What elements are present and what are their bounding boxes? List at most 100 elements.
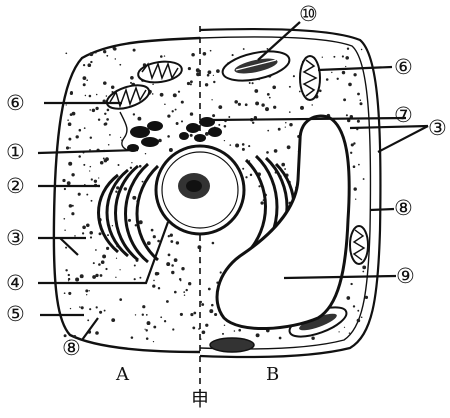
granule bbox=[348, 83, 352, 87]
label-8-right: ⑧ bbox=[394, 198, 413, 219]
granule bbox=[272, 86, 276, 90]
granule bbox=[353, 165, 356, 168]
granule bbox=[171, 271, 174, 274]
granule bbox=[345, 56, 349, 60]
granule bbox=[65, 269, 67, 271]
granule bbox=[342, 55, 344, 57]
label-4: ④ bbox=[6, 273, 25, 294]
granule bbox=[326, 78, 329, 81]
granule bbox=[113, 47, 117, 51]
granule bbox=[250, 174, 252, 176]
granule bbox=[68, 274, 70, 276]
granule bbox=[70, 91, 73, 94]
granule bbox=[89, 290, 90, 291]
granule bbox=[171, 264, 174, 267]
granule bbox=[134, 264, 136, 266]
granule bbox=[281, 163, 285, 167]
granule bbox=[222, 333, 224, 335]
granule bbox=[167, 114, 170, 117]
granule bbox=[94, 180, 97, 183]
granule bbox=[255, 101, 259, 105]
label-2: ② bbox=[6, 176, 25, 197]
granule bbox=[144, 329, 145, 330]
granule bbox=[211, 99, 212, 100]
granule bbox=[68, 280, 69, 281]
granule bbox=[89, 95, 92, 98]
granule bbox=[242, 148, 245, 151]
granule bbox=[224, 325, 225, 326]
granule bbox=[183, 291, 185, 293]
granule bbox=[132, 196, 136, 200]
granule bbox=[104, 113, 106, 115]
label-9: ⑨ bbox=[396, 266, 415, 287]
granule bbox=[96, 94, 98, 96]
granule bbox=[362, 271, 364, 273]
granule bbox=[170, 240, 173, 243]
granule bbox=[176, 122, 179, 125]
granule bbox=[208, 70, 212, 74]
granule bbox=[86, 294, 87, 295]
granule bbox=[131, 162, 132, 163]
granule bbox=[160, 55, 163, 58]
granule bbox=[142, 305, 145, 308]
granule bbox=[134, 278, 136, 280]
granule bbox=[174, 291, 177, 294]
granule bbox=[190, 80, 193, 83]
granule bbox=[210, 50, 212, 52]
granule bbox=[62, 179, 65, 182]
granule bbox=[214, 313, 217, 316]
granule bbox=[84, 127, 86, 129]
granule bbox=[166, 262, 170, 266]
granule bbox=[180, 313, 183, 316]
granule bbox=[205, 324, 208, 327]
granule bbox=[322, 57, 323, 58]
granule bbox=[87, 63, 91, 67]
granule bbox=[100, 161, 104, 165]
granule bbox=[89, 52, 93, 56]
granule bbox=[260, 201, 263, 204]
granule bbox=[68, 278, 70, 280]
granule bbox=[207, 74, 210, 77]
granule bbox=[72, 205, 74, 207]
granule bbox=[112, 225, 113, 226]
granule bbox=[190, 134, 193, 137]
granule bbox=[145, 153, 146, 154]
granule bbox=[199, 261, 201, 263]
granule bbox=[353, 187, 356, 190]
granule bbox=[120, 137, 121, 138]
granule bbox=[103, 50, 106, 53]
granule bbox=[333, 56, 335, 58]
granule bbox=[139, 220, 143, 224]
granule bbox=[361, 49, 362, 50]
granule bbox=[175, 109, 177, 111]
granule bbox=[252, 82, 254, 84]
granule bbox=[190, 313, 193, 316]
granule bbox=[200, 301, 202, 303]
granule bbox=[300, 106, 304, 110]
granule bbox=[83, 76, 87, 80]
granule bbox=[273, 106, 276, 109]
granule bbox=[68, 138, 71, 141]
granule bbox=[83, 164, 85, 166]
granule bbox=[212, 242, 215, 245]
granule bbox=[343, 98, 346, 101]
granule bbox=[166, 300, 169, 303]
granule bbox=[347, 48, 349, 50]
granule bbox=[158, 287, 160, 289]
granule bbox=[289, 111, 291, 113]
granule bbox=[216, 69, 220, 73]
granule bbox=[299, 91, 301, 93]
chloroplast-bottom-2 bbox=[210, 338, 254, 352]
granule bbox=[245, 103, 248, 106]
granule bbox=[67, 181, 71, 185]
divider-label: 甲 bbox=[191, 392, 209, 410]
label-3-left: ③ bbox=[6, 228, 25, 249]
granule bbox=[91, 200, 93, 202]
granule bbox=[85, 95, 86, 96]
granule bbox=[90, 166, 92, 168]
granule bbox=[98, 263, 101, 266]
granule bbox=[119, 269, 120, 270]
granule bbox=[83, 83, 86, 86]
granule bbox=[188, 67, 191, 70]
granule bbox=[289, 123, 292, 126]
